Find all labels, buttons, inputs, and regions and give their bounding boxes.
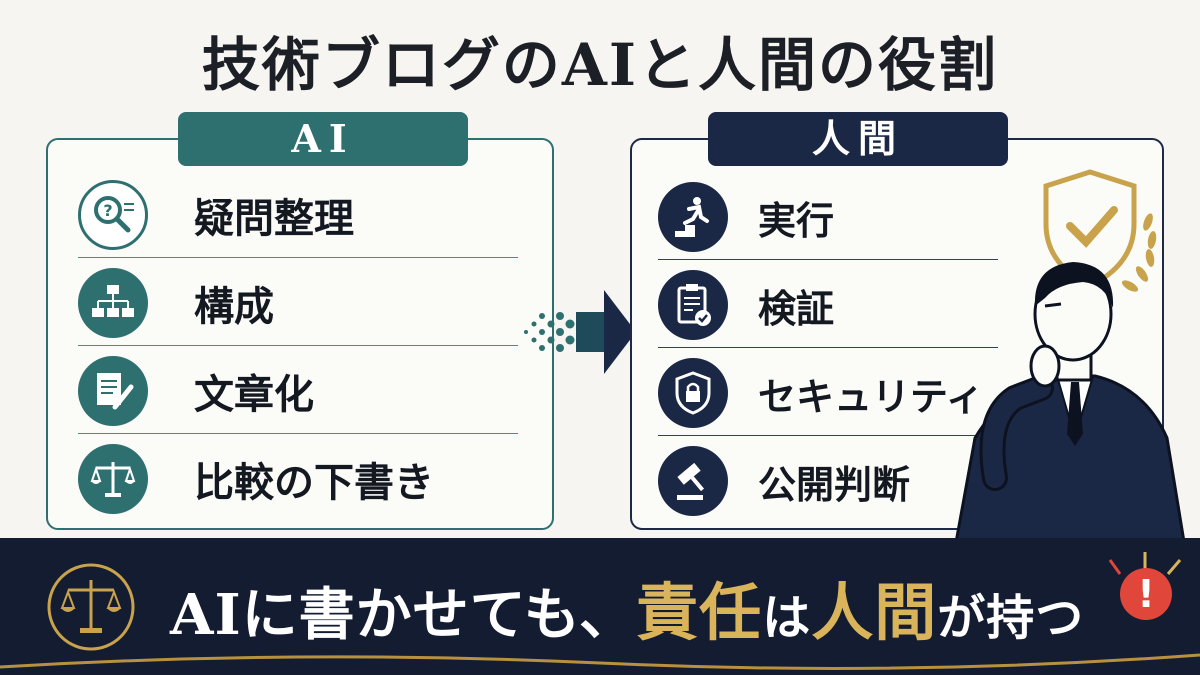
human-item-label: 実行 (758, 197, 835, 243)
exclamation-icon: ! (1120, 568, 1172, 620)
banner-message: AIに書かせても、責任は人間が持つ (170, 562, 1084, 652)
divider (78, 257, 518, 258)
banner-text-human: 人間 (811, 576, 938, 649)
question-magnifier-icon: ? (78, 180, 148, 250)
ai-item-label: 文章化 (194, 371, 314, 418)
page-title: 技術ブログのAIと人間の役割 (201, 31, 999, 99)
bottom-banner: AIに書かせても、責任は人間が持つ (0, 538, 1200, 675)
human-panel-header: 人間 (708, 112, 1008, 166)
businessman-illustration (953, 262, 1185, 548)
banner-text-part5: が持つ (937, 590, 1085, 646)
ai-item-writing: 文章化 (78, 348, 518, 434)
human-item-verify: 検証 (658, 262, 998, 348)
human-item-label: 検証 (758, 285, 835, 331)
balance-scale-badge-icon (47, 563, 135, 651)
human-item-execute: 実行 (658, 174, 998, 260)
human-item-label: セキュリティ (758, 373, 984, 419)
ai-panel: AI ? 疑問整理 (46, 112, 554, 530)
document-pen-icon (78, 356, 148, 426)
ai-item-question: ? 疑問整理 (78, 172, 518, 258)
ai-item-label: 構成 (194, 283, 274, 330)
ai-item-compare: 比較の下書き (78, 436, 518, 522)
shield-check-icon (1043, 169, 1157, 292)
divider (658, 347, 998, 348)
human-item-security: セキュリティ (658, 350, 998, 436)
human-item-publish: 公開判断 (658, 438, 998, 524)
svg-text:?: ? (103, 201, 112, 220)
gavel-icon (658, 446, 728, 516)
banner-text-part1: AIに書かせても、 (170, 582, 637, 648)
shield-lock-icon (658, 358, 728, 428)
ai-item-structure: 構成 (78, 260, 518, 346)
sparkle-decoration (1108, 552, 1182, 575)
running-stairs-icon (658, 182, 728, 252)
banner-text-responsibility: 責任 (636, 576, 763, 649)
arrow-right-icon (524, 290, 636, 374)
divider (658, 435, 998, 436)
ai-item-label: 比較の下書き (194, 459, 434, 506)
ai-item-label: 疑問整理 (194, 195, 354, 242)
hierarchy-icon (78, 268, 148, 338)
human-item-label: 公開判断 (758, 461, 911, 507)
divider (78, 433, 518, 434)
balance-scale-icon (78, 444, 148, 514)
gold-wave-decoration (0, 653, 1200, 670)
banner-text-part3: は (762, 590, 812, 646)
clipboard-check-icon (658, 270, 728, 340)
divider (78, 345, 518, 346)
ai-panel-header: AI (178, 112, 468, 166)
divider (658, 259, 998, 260)
